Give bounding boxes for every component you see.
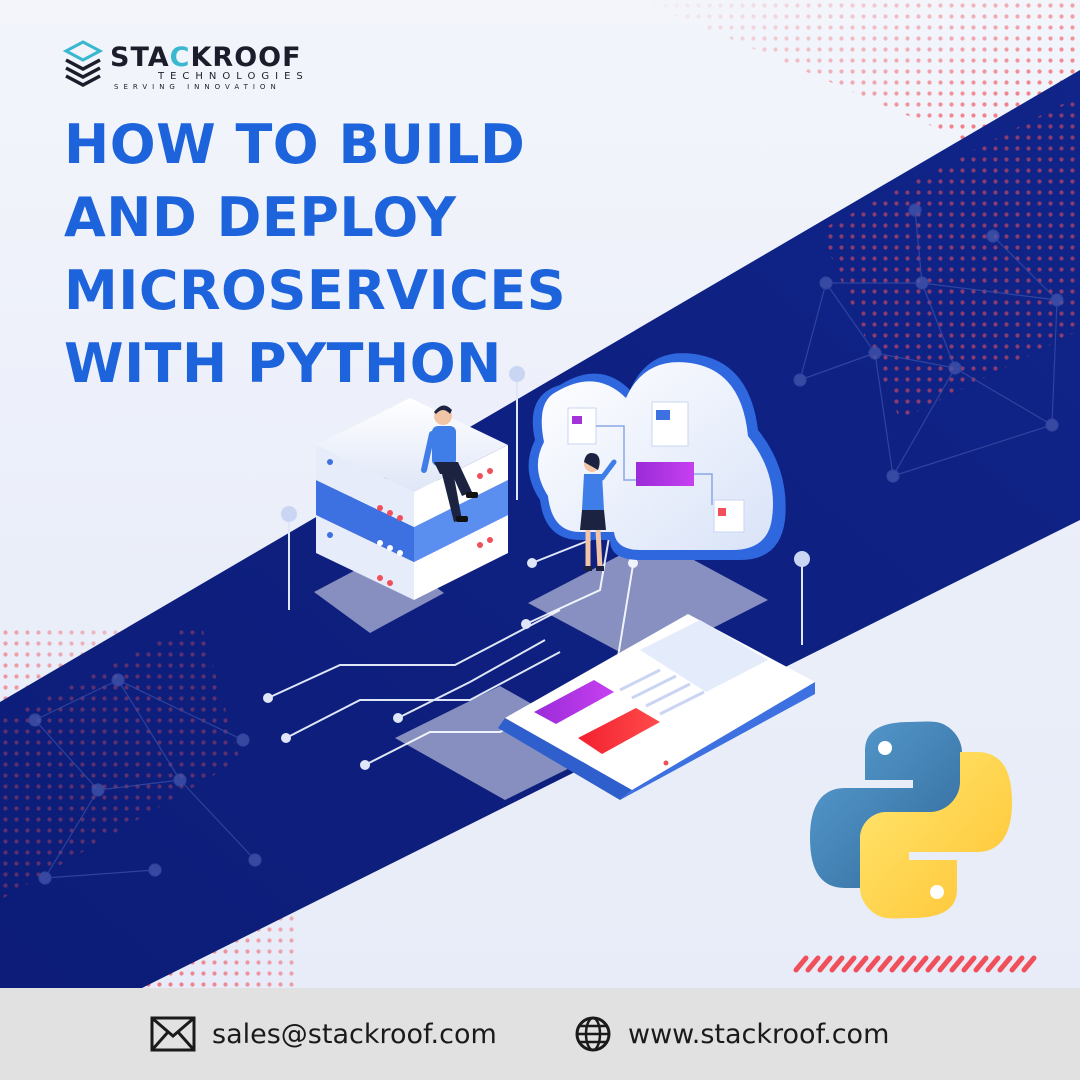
stack-logo-icon xyxy=(62,40,104,87)
title-line-1: HOW TO BUILD xyxy=(64,113,526,176)
network-mesh xyxy=(28,203,1064,885)
man-figure xyxy=(421,405,478,522)
python-logo-icon xyxy=(810,721,1012,919)
brand-logo[interactable]: STACKROOF TECHNOLOGIES SERVING INNOVATIO… xyxy=(62,40,322,96)
title-line-3: MICROSERVICES xyxy=(64,259,567,322)
page-title: HOW TO BUILD AND DEPLOY MICROSERVICES WI… xyxy=(64,108,566,400)
website-text[interactable]: www.stackroof.com xyxy=(628,1018,890,1050)
mail-icon xyxy=(150,1016,196,1052)
brand-subtitle: TECHNOLOGIES xyxy=(158,71,309,82)
contact-footer: sales@stackroof.com www.stackroof.com xyxy=(0,988,1080,1080)
website-contact[interactable]: www.stackroof.com xyxy=(574,1014,889,1054)
title-line-4: WITH PYTHON xyxy=(64,332,502,395)
globe-icon xyxy=(575,1016,611,1052)
brand-name: STACKROOF xyxy=(110,42,302,73)
decorative-dashes xyxy=(793,955,1037,973)
diagonal-band xyxy=(0,70,1080,988)
brand-tagline: SERVING INNOVATION xyxy=(114,83,281,91)
background-artwork xyxy=(0,0,1080,988)
email-text[interactable]: sales@stackroof.com xyxy=(212,1018,497,1050)
browser-window xyxy=(498,614,815,800)
email-contact[interactable]: sales@stackroof.com xyxy=(150,1014,497,1054)
woman-figure xyxy=(580,453,617,571)
title-line-2: AND DEPLOY xyxy=(64,186,457,249)
